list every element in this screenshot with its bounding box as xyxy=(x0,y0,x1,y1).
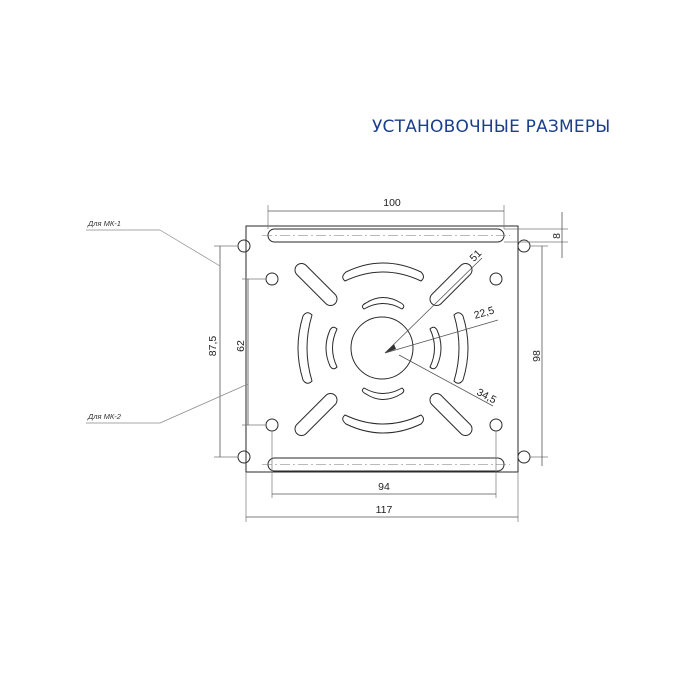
arc-slot-bottom-outer xyxy=(342,414,424,434)
mk2-hole-bottom-left xyxy=(265,418,279,432)
plate-outline xyxy=(245,225,519,473)
dim-label-34-5: 34,5 xyxy=(475,386,499,406)
dim-label-98: 98 xyxy=(531,350,543,362)
mk2-hole-top-right xyxy=(489,272,503,286)
note-mk2: Для МК-2 xyxy=(87,412,122,421)
note-mk1: Для МК-1 xyxy=(87,219,121,228)
diag-slot-top-right xyxy=(429,263,473,306)
dim-label-8: 8 xyxy=(551,233,563,239)
arc-slot-right-inner xyxy=(429,326,442,370)
diag-slot-top-left xyxy=(294,263,338,306)
mk2-hole-top-left xyxy=(265,272,279,286)
arc-slot-right-outer xyxy=(453,312,469,384)
drawing-title: УСТАНОВОЧНЫЕ РАЗМЕРЫ xyxy=(372,117,611,137)
mk1-hole-top-left xyxy=(237,239,251,253)
diag-slot-bottom-right xyxy=(429,393,473,436)
diag-slot-bottom-left xyxy=(294,393,338,436)
dim-label-100: 100 xyxy=(383,197,401,209)
arc-slot-top-outer xyxy=(342,262,424,282)
dim-label-51: 51 xyxy=(468,247,485,264)
leader-arrow xyxy=(385,344,396,353)
arc-slot-left-inner xyxy=(325,326,338,370)
dim-label-22-5: 22,5 xyxy=(473,304,496,321)
arc-slot-bottom-inner xyxy=(361,387,405,400)
note-mk1-leader xyxy=(159,229,221,267)
arc-slot-left-outer xyxy=(297,312,313,384)
mk1-hole-bottom-left xyxy=(237,450,251,464)
arc-slot-top-inner xyxy=(361,297,405,310)
dim-label-87-5: 87,5 xyxy=(207,336,219,357)
dim-label-117: 117 xyxy=(376,504,393,516)
dim-label-94: 94 xyxy=(378,481,390,493)
mk2-hole-bottom-right xyxy=(489,418,503,432)
leader-22-5 xyxy=(384,319,499,354)
note-mk2-leader xyxy=(159,383,249,424)
leader-34-5 xyxy=(398,354,494,407)
center-hole xyxy=(350,316,414,380)
leader-51 xyxy=(384,257,483,354)
dim-label-62: 62 xyxy=(235,340,247,352)
mk1-hole-bottom-right xyxy=(517,450,531,464)
